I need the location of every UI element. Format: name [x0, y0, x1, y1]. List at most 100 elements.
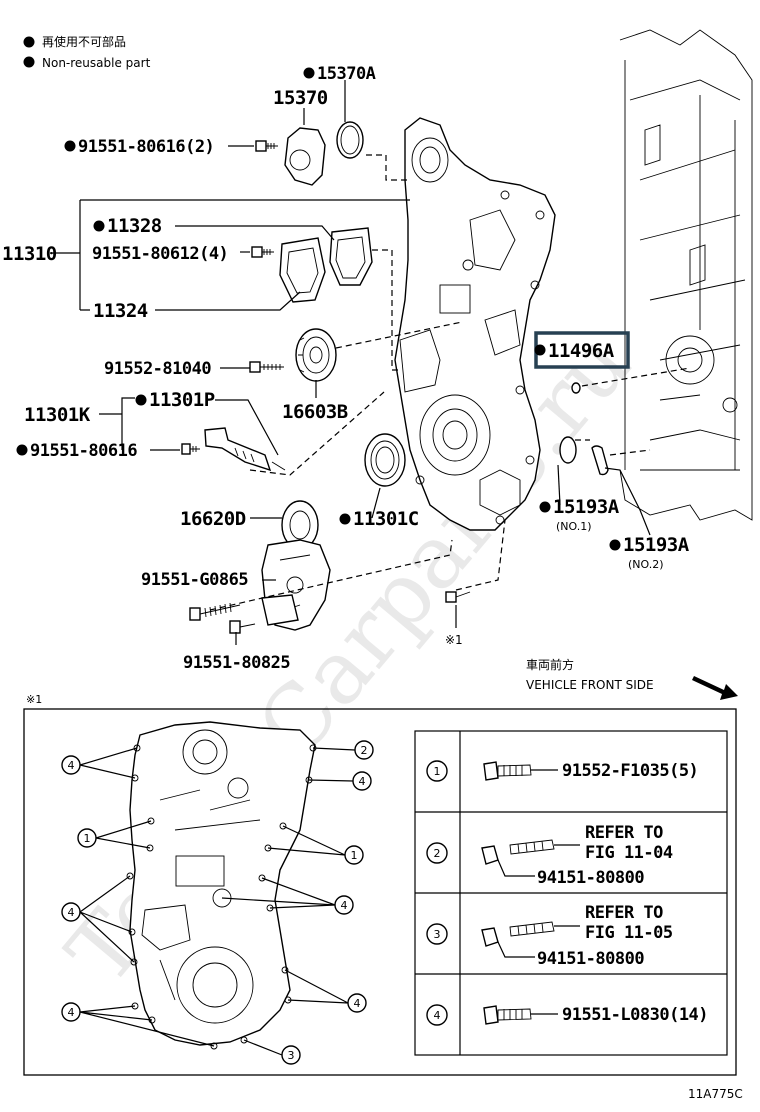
- svg-text:4: 4: [68, 759, 75, 772]
- row-key: 2: [434, 847, 441, 860]
- svg-text:4: 4: [359, 775, 366, 788]
- label-16620d: 16620D: [180, 508, 246, 530]
- row-ref2: FIG 11-05: [585, 923, 673, 943]
- callout-4: 4: [334, 895, 354, 915]
- plug-11496a-drawing: [571, 382, 581, 394]
- row-key: 4: [434, 1009, 441, 1022]
- legend: 再使用不可部品 Non-reusable part: [23, 34, 151, 70]
- callout-4: 4: [347, 993, 367, 1013]
- part-labels: 15370A 15370 91551-80616(2) 11328 11310 …: [2, 64, 690, 673]
- legend-en: Non-reusable part: [42, 56, 151, 70]
- label-11310: 11310: [2, 243, 57, 265]
- assembly-lines: [209, 154, 691, 611]
- label-11301k: 11301K: [24, 404, 91, 426]
- callout-4: 4: [61, 1002, 81, 1022]
- non-reusable-dot-icon: [135, 394, 147, 406]
- svg-text:4: 4: [341, 899, 348, 912]
- cover-11324-drawing: [279, 237, 326, 303]
- svg-text:4: 4: [354, 997, 361, 1010]
- o-ring-no2-drawing: [591, 445, 609, 476]
- svg-text:3: 3: [288, 1049, 295, 1062]
- bolt-drawing: [249, 361, 284, 373]
- non-reusable-dot-icon: [534, 344, 546, 356]
- non-reusable-dot-icon: [539, 501, 551, 513]
- leader-lines: [50, 80, 651, 645]
- table-row: 2 REFER TO FIG 11-04 94151-80800: [426, 823, 673, 888]
- non-reusable-dot-icon: [93, 220, 105, 232]
- svg-text:4: 4: [68, 1006, 75, 1019]
- svg-text:4: 4: [68, 906, 75, 919]
- label-91551-80616-2: 91551-80616(2): [78, 137, 214, 157]
- non-reusable-dot-icon: [339, 513, 351, 525]
- label-16603b: 16603B: [282, 401, 348, 423]
- bolt-drawing: [445, 591, 471, 603]
- front-arrow-icon: [692, 676, 738, 700]
- direction-indicator: 車両前方 VEHICLE FRONT SIDE: [526, 657, 738, 700]
- label-15370: 15370: [273, 87, 328, 109]
- callout-1: 1: [77, 828, 97, 848]
- row-part: 91552-F1035(5): [562, 761, 698, 781]
- label-11324: 11324: [93, 300, 148, 322]
- row-part: 91551-L0830(14): [562, 1005, 708, 1025]
- non-reusable-dot-icon: [609, 539, 621, 551]
- bolt-drawing: [229, 620, 256, 634]
- table-row: 3 REFER TO FIG 11-05 94151-80800: [426, 903, 673, 969]
- label-91551-80616: 91551-80616: [30, 441, 137, 461]
- legend-jp: 再使用不可部品: [42, 34, 126, 49]
- table-row: 1 91552-F1035(5): [426, 760, 699, 782]
- callout-1: 1: [344, 845, 364, 865]
- figure-id: 11A775C: [688, 1087, 743, 1101]
- row-part: 94151-80800: [537, 949, 644, 969]
- label-91551-80612-4: 91551-80612(4): [92, 244, 228, 264]
- callout-4: 4: [61, 755, 81, 775]
- callout-3: 3: [281, 1045, 301, 1065]
- label-15193a-no1: 15193A: [553, 496, 620, 518]
- label-11328: 11328: [107, 215, 162, 237]
- label-11496a: 11496A: [548, 340, 615, 362]
- detail-mark: ※1: [26, 693, 42, 706]
- detail-callouts: 4 2 4 1 1 4 4 4 4 3: [61, 740, 374, 1065]
- svg-text:1: 1: [351, 849, 358, 862]
- non-reusable-dot-icon: [303, 67, 315, 79]
- detail-box: [23, 708, 737, 1076]
- non-reusable-dot-icon: [23, 56, 35, 68]
- idler-pulley-drawing: [295, 328, 337, 382]
- timing-cover-drawing: [394, 117, 556, 531]
- svg-text:2: 2: [361, 744, 368, 757]
- svg-text:1: 1: [84, 832, 91, 845]
- row-key: 3: [434, 928, 441, 941]
- non-reusable-dot-icon: [16, 444, 28, 456]
- part-15370-drawing: [284, 121, 364, 186]
- bolt-drawing: [189, 602, 241, 621]
- detail-parts-table: 1 91552-F1035(5) 2 REFER TO FIG 11-04 94…: [414, 730, 728, 1056]
- detail-cover-drawing: [129, 721, 316, 1046]
- non-reusable-dot-icon: [64, 140, 76, 152]
- direction-jp: 車両前方: [526, 657, 574, 672]
- label-15193a-no2: 15193A: [623, 534, 690, 556]
- gasket-11328-drawing: [329, 227, 373, 286]
- detail-leaders: [79, 747, 356, 1056]
- label-11301c: 11301C: [353, 508, 419, 530]
- label-15193a-no1-note: (NO.1): [556, 520, 592, 533]
- table-row: 4 91551-L0830(14): [426, 1004, 709, 1026]
- label-91551-80825: 91551-80825: [183, 653, 290, 673]
- engine-block-drawing: [619, 29, 753, 521]
- stud-11301p-drawing: [204, 427, 286, 472]
- label-11301p: 11301P: [149, 389, 215, 411]
- oil-seal-drawing: [364, 433, 406, 487]
- callout-4: 4: [61, 902, 81, 922]
- label-91551-g0865: 91551-G0865: [141, 570, 248, 590]
- bolt-drawing: [251, 246, 274, 258]
- label-15370a: 15370A: [317, 64, 376, 84]
- o-ring-no1-drawing: [559, 436, 577, 464]
- row-ref1: REFER TO: [585, 823, 663, 843]
- label-15193a-no2-note: (NO.2): [628, 558, 664, 571]
- row-part: 94151-80800: [537, 868, 644, 888]
- bolt-drawing: [255, 140, 278, 152]
- row-ref2: FIG 11-04: [585, 843, 673, 863]
- bolt-drawing: [181, 443, 200, 455]
- non-reusable-dot-icon: [23, 36, 35, 48]
- label-91552-81040: 91552-81040: [104, 359, 211, 379]
- row-ref1: REFER TO: [585, 903, 663, 923]
